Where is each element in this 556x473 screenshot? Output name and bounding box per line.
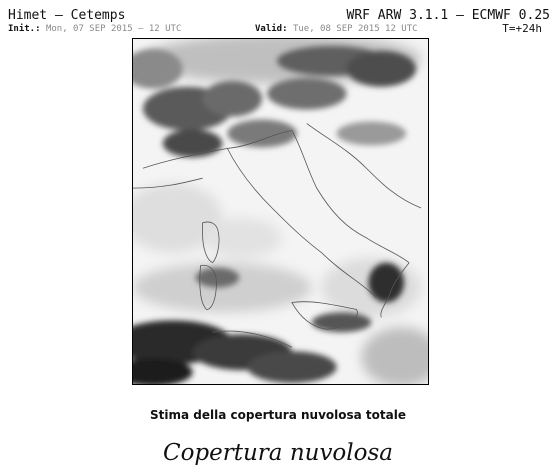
valid-label: Valid: — [255, 24, 288, 34]
map-canvas — [133, 39, 428, 384]
cloud-mass-south — [133, 262, 405, 384]
header-title: Himet – Cetemps — [8, 8, 126, 23]
init-value: Mon, 07 SEP 2015 – 12 UTC — [45, 24, 182, 34]
cloud-cover-map — [132, 38, 429, 385]
header-model: WRF ARW 3.1.1 – ECMWF 0.25 — [346, 8, 551, 23]
valid-value: Tue, 08 SEP 2015 12 UTC — [292, 24, 418, 34]
coastlines — [133, 123, 422, 348]
init-line: Init.: Mon, 07 SEP 2015 – 12 UTC — [8, 24, 181, 34]
cloud-band-alps — [133, 45, 417, 158]
forecast-step: T=+24h — [502, 22, 542, 35]
map-caption: Stima della copertura nuvolosa totale — [150, 408, 406, 422]
init-label: Init.: — [8, 24, 41, 34]
page-subtitle: Copertura nuvolosa — [162, 440, 394, 466]
valid-line: Valid: Tue, 08 SEP 2015 12 UTC — [255, 24, 418, 34]
